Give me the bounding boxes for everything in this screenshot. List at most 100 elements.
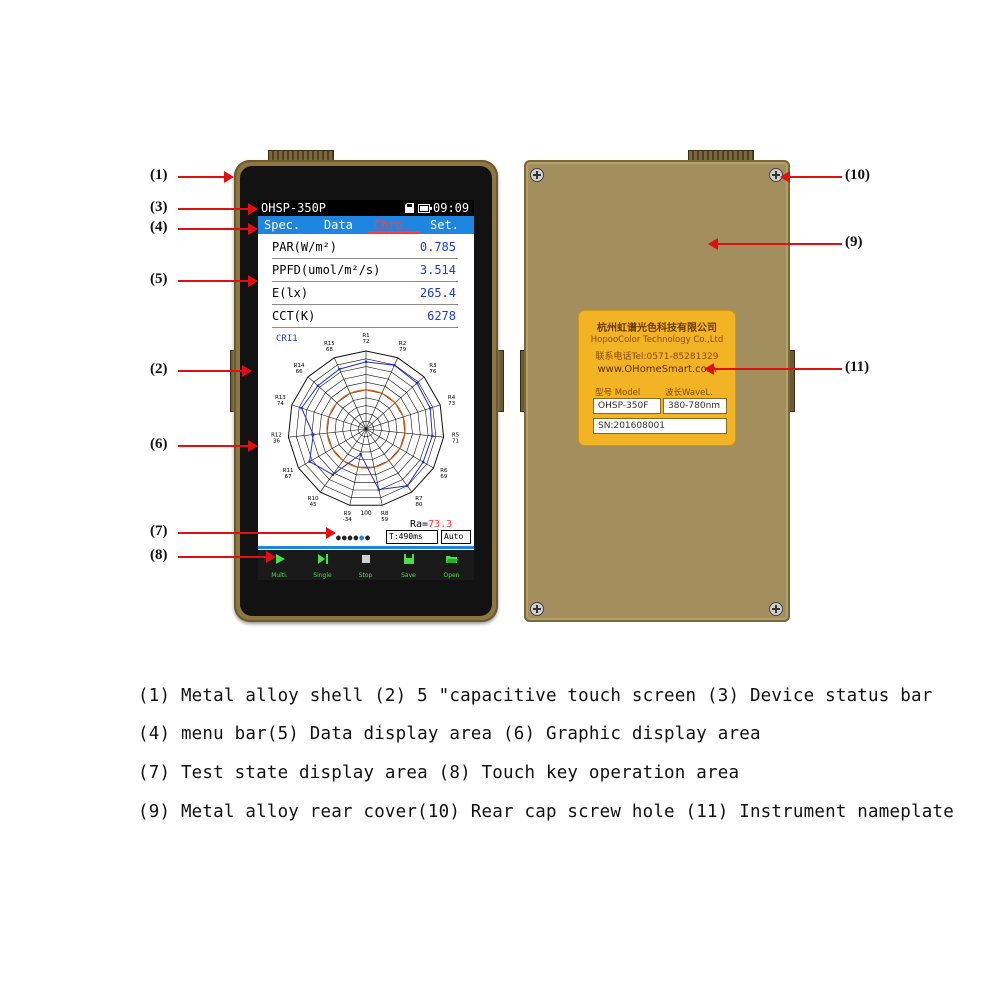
radar-value-label: -34 [343, 517, 352, 523]
touch-screen[interactable]: OHSP-350P 09:09 Spec. Data Chro. Set. PA… [258, 200, 474, 580]
reading-row-ppfd: PPFD(umol/m²/s) 3.514 [272, 259, 458, 282]
tab-chro[interactable]: Chro. [374, 218, 411, 232]
radar-grid-ring [303, 366, 429, 491]
callout-7: (7) [150, 523, 168, 539]
callout-11: (11) [845, 359, 870, 375]
callout-3: (3) [150, 199, 168, 215]
callout-2: (2) [150, 361, 168, 377]
callout-9: (9) [845, 234, 863, 250]
radar-point [316, 384, 320, 387]
radar-spoke [365, 376, 425, 430]
caption-line-4: (9) Metal alloy rear cover(10) Rear cap … [138, 802, 954, 822]
radar-axis-label: R6 [440, 468, 448, 474]
ra-label: Ra=73.3 [410, 519, 452, 530]
radar-grid-ring [350, 413, 382, 445]
save-icon [403, 554, 414, 564]
radar-grid-ring [334, 397, 398, 460]
model-value: OHSP-350F [593, 398, 661, 414]
radar-value-label: 73 [448, 401, 455, 407]
screw-hole-icon [530, 168, 544, 182]
callout-arrow-3 [178, 203, 258, 215]
key-label: Single [313, 572, 332, 579]
radar-axis-label: R10 [308, 496, 319, 502]
radar-spoke [365, 428, 413, 493]
clock: 09:09 [433, 201, 470, 215]
progress-dot: ●●●● [336, 533, 360, 542]
step-icon [317, 554, 328, 564]
callout-arrow-11 [704, 363, 842, 375]
chart-title: CRI1 [276, 334, 298, 344]
model-name: OHSP-350P [261, 201, 327, 215]
radar-axis-label: R15 [324, 341, 335, 347]
radar-spoke [365, 428, 383, 506]
save-button[interactable]: Save [387, 550, 430, 580]
company-website: www.OHomeSmart.com [597, 364, 717, 375]
radar-point [415, 381, 419, 385]
radar-point [338, 367, 341, 371]
reading-label: E(lx) [272, 286, 309, 300]
radar-axis-label: R8 [381, 511, 389, 517]
key-label: Open [443, 572, 460, 579]
tab-data[interactable]: Data [324, 218, 353, 232]
radar-axis-label: R11 [283, 468, 294, 474]
callout-1: (1) [150, 167, 168, 183]
callout-arrow-8 [178, 551, 276, 563]
open-button[interactable]: Open [430, 550, 473, 580]
mode-selector[interactable]: Auto [441, 530, 471, 544]
folder-open-icon [445, 556, 458, 563]
callout-arrow-1 [178, 171, 234, 183]
radar-point [364, 360, 368, 364]
radar-value-label: 72 [363, 339, 370, 345]
radar-axis-label: R7 [415, 496, 423, 502]
radar-value-label: 66 [296, 369, 303, 375]
stop-button[interactable]: Stop [344, 550, 387, 580]
multi-button[interactable]: Multi. [258, 550, 301, 580]
ra-prefix: Ra= [410, 519, 429, 530]
touch-key-area: Multi. Single Stop Save Open [258, 550, 474, 580]
radar-point [359, 453, 362, 456]
reading-value: 6278 [427, 309, 456, 323]
key-label: Save [401, 572, 416, 579]
side-button-right[interactable] [497, 350, 504, 412]
radar-value-label: 71 [452, 438, 459, 444]
radar-point [331, 473, 334, 476]
screw-hole-icon [769, 602, 783, 616]
tab-chro-underline [368, 231, 420, 233]
caption-line-2: (4) menu bar(5) Data display area (6) Gr… [138, 724, 761, 744]
radar-point [421, 460, 425, 464]
callout-arrow-2 [178, 365, 252, 377]
radar-value-label: 74 [277, 401, 284, 407]
ra-value: 73.3 [428, 519, 453, 530]
radar-value-label: 59 [381, 517, 388, 523]
wave-value: 380-780nm [663, 398, 727, 414]
tab-set[interactable]: Set. [430, 218, 459, 232]
radar-spoke [319, 428, 367, 493]
callout-10: (10) [845, 167, 870, 183]
radar-grid-ring [295, 358, 437, 498]
radar-spoke [365, 404, 441, 430]
radar-grid-ring [311, 374, 421, 483]
radar-point [431, 434, 434, 438]
callout-arrow-4 [178, 223, 258, 235]
battery-icon [418, 204, 432, 213]
callout-arrow-10 [780, 171, 842, 183]
tab-spec[interactable]: Spec. [264, 218, 301, 232]
single-button[interactable]: Single [301, 550, 344, 580]
radar-axis-label: R4 [448, 395, 456, 401]
key-label: Stop [358, 572, 373, 579]
radar-spoke [365, 357, 398, 430]
radar-value-label: 68 [326, 347, 333, 353]
reading-label: PAR(W/m²) [272, 240, 338, 254]
reading-label: CCT(K) [272, 309, 316, 323]
radar-point [393, 364, 396, 367]
radar-value-label: 80 [415, 502, 422, 508]
radar-value-label: 67 [285, 474, 292, 480]
radar-grid-ring [319, 381, 413, 476]
callout-arrow-7 [178, 527, 336, 539]
reading-row-cct: CCT(K) 6278 [272, 305, 458, 328]
radar-grid-ring [342, 405, 390, 453]
radar-value-label: 45 [310, 502, 317, 508]
caption-line-3: (7) Test state display area (8) Touch ke… [138, 763, 740, 783]
radar-point [377, 488, 381, 491]
